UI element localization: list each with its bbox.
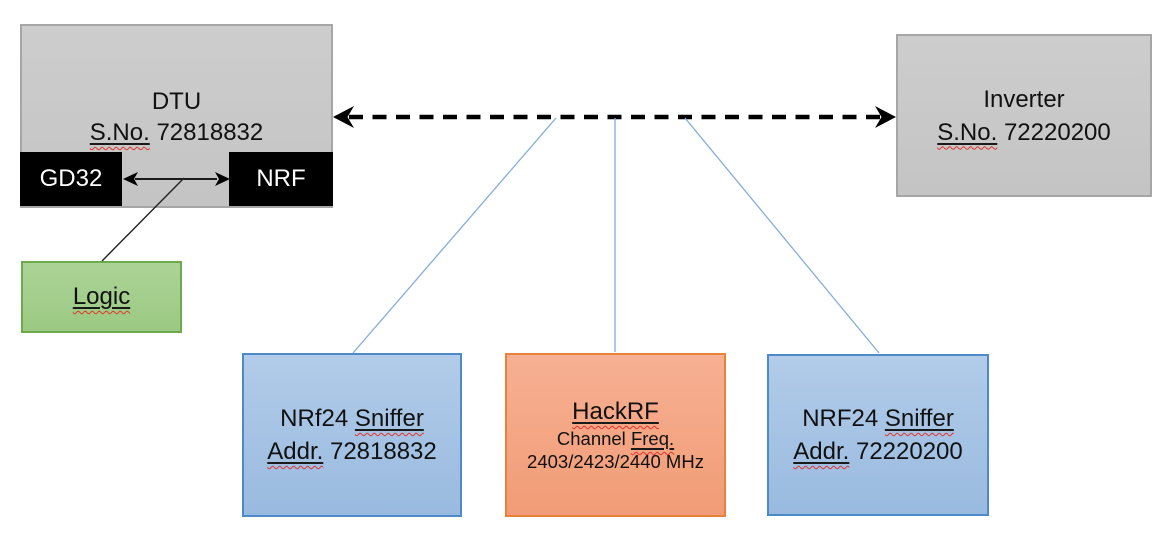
hackrf-box: HackRF Channel Freq. 2403/2423/2440 MHz <box>505 353 726 517</box>
connector-sniffer-right <box>684 117 880 354</box>
nrf-box: NRF <box>229 152 333 206</box>
inverter-box: Inverter S.No. 72220200 <box>896 34 1152 197</box>
hackrf-title: HackRF <box>572 397 659 427</box>
dtu-serial-value: 72818832 <box>149 119 264 146</box>
connector-sniffer-left <box>352 117 557 354</box>
inverter-serial-label: S.No. <box>937 118 998 146</box>
sniffer-right-name: NRF24 Sniffer <box>802 402 954 435</box>
hackrf-freq-word: Freq. <box>630 428 675 449</box>
sniffer-left-addr-value: 72818832 <box>323 438 437 465</box>
hackrf-title-text: HackRF <box>572 398 659 425</box>
hackrf-frequencies: 2403/2423/2440 MHz <box>527 451 704 472</box>
inverter-serial-value: 72220200 <box>997 118 1111 146</box>
dtu-serial-label: S.No. <box>89 119 150 146</box>
gd32-label: GD32 <box>39 165 103 192</box>
inverter-title: Inverter <box>983 85 1065 113</box>
sniffer-right-addr-label: Addr. <box>793 438 850 465</box>
hackrf-channel-freq: Channel Freq. <box>557 427 674 450</box>
sniffer-left-name-prefix: NRf24 <box>280 405 355 432</box>
sniffer-left-name-word: Sniffer <box>354 405 424 432</box>
hackrf-freq-prefix: Channel <box>556 428 631 449</box>
sniffer-left-addr: Addr. 72818832 <box>267 435 437 468</box>
logic-label: Logic <box>73 283 130 311</box>
sniffer-left-name: NRf24 Sniffer <box>280 402 424 435</box>
sniffer-right-name-prefix: NRF24 <box>802 405 885 432</box>
logic-label-text: Logic <box>72 283 131 310</box>
sniffer-right-addr-value: 72220200 <box>849 438 963 465</box>
nrf-label: NRF <box>256 165 306 192</box>
dtu-title: DTU <box>151 88 202 115</box>
sniffer-left-box: NRf24 Sniffer Addr. 72818832 <box>242 353 462 517</box>
sniffer-left-addr-label: Addr. <box>267 438 324 465</box>
sniffer-right-addr: Addr. 72220200 <box>793 435 963 468</box>
logic-box: Logic <box>21 261 182 333</box>
dtu-serial: S.No. 72818832 <box>90 117 263 148</box>
rf-link-arrowhead-left <box>333 106 354 128</box>
sniffer-right-box: NRF24 Sniffer Addr. 72220200 <box>767 354 989 516</box>
gd32-box: GD32 <box>20 152 122 206</box>
rf-link-arrowhead-right <box>875 106 896 128</box>
inverter-serial: S.No. 72220200 <box>937 116 1110 149</box>
sniffer-right-name-word: Sniffer <box>884 405 954 432</box>
